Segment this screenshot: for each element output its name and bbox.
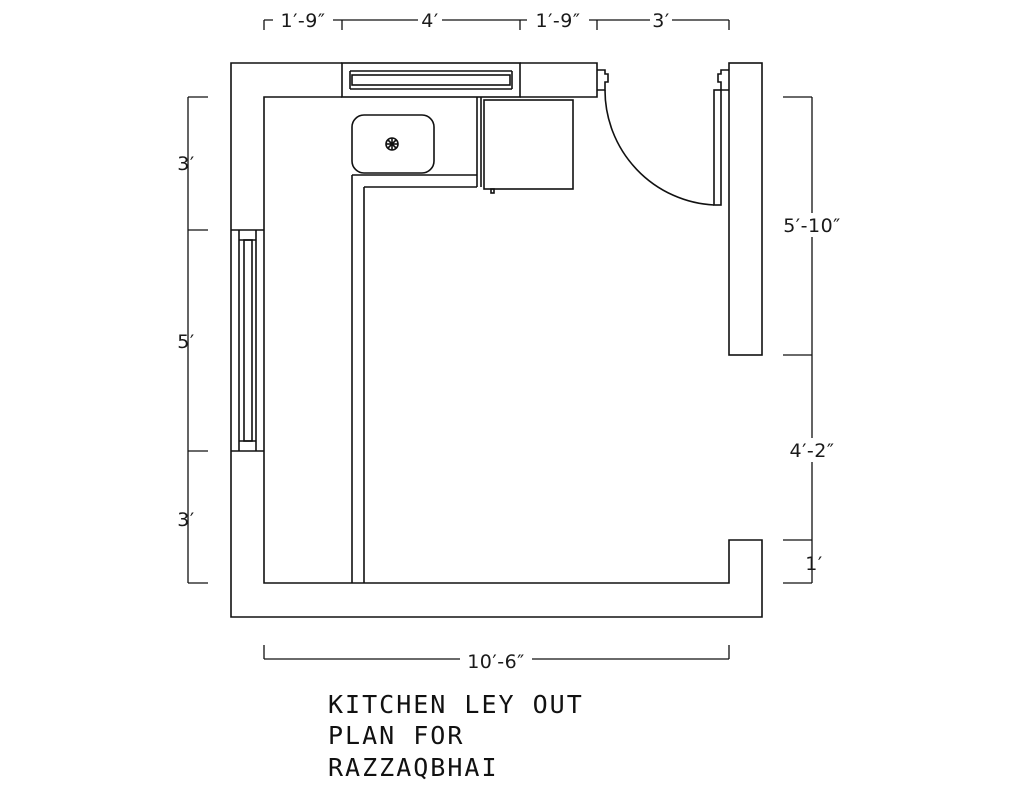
dim-right-1: 5′-10″: [783, 215, 841, 237]
l-shaped-counter: [351, 97, 482, 583]
swing-door: [597, 69, 729, 206]
sink: [351, 114, 435, 174]
left-window: [231, 229, 264, 452]
dim-top-4: 3′: [652, 10, 669, 32]
dim-top-2: 4′: [421, 10, 438, 32]
dimension-left: [187, 96, 208, 584]
top-window: [341, 62, 521, 98]
exterior-wall: [230, 62, 763, 618]
dim-top-3: 1′-9″: [536, 10, 581, 32]
title-line-2: PLAN FOR: [328, 721, 465, 750]
dim-left-1: 3′: [177, 153, 194, 175]
title-line-1: KITCHEN LEY OUT: [328, 690, 584, 719]
dim-right-3: 1′: [805, 553, 822, 575]
title-line-3: RAZZAQBHAI: [328, 753, 499, 782]
dim-bottom: 10′-6″: [467, 651, 525, 673]
dimension-right: [783, 96, 813, 584]
dim-left-2: 5′: [177, 331, 194, 353]
dim-left-3: 3′: [177, 509, 194, 531]
refrigerator: [483, 99, 574, 194]
dim-top-1: 1′-9″: [281, 10, 326, 32]
dim-right-2: 4′-2″: [790, 440, 835, 462]
